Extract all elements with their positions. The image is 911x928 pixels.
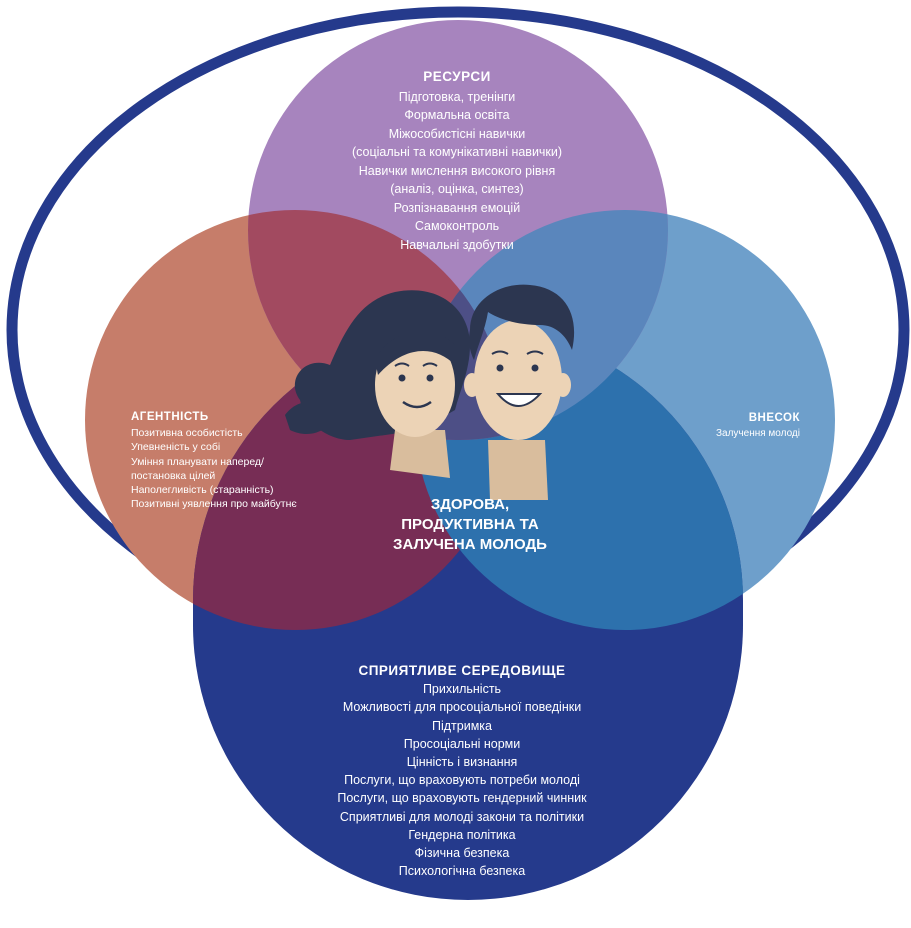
resources-item: (аналіз, оцінка, синтез) bbox=[390, 182, 524, 196]
environment-title: СПРИЯТЛИВЕ СЕРЕДОВИЩЕ bbox=[358, 663, 566, 678]
resources-item: (соціальні та комунікативні навички) bbox=[351, 145, 563, 159]
environment-item: Психологічна безпека bbox=[398, 864, 526, 879]
environment-item: Цінність і визнання bbox=[406, 755, 518, 770]
woman-figure bbox=[285, 290, 470, 478]
resources-item: Формальна освіта bbox=[404, 108, 510, 122]
environment-item: Фізична безпека bbox=[414, 846, 510, 861]
environment-item: Сприятливі для молоді закони та політики bbox=[339, 809, 585, 824]
agency-item: Позитивна особистість bbox=[131, 427, 243, 440]
contribution-text-block: ВНЕСОК Залучення молоді bbox=[660, 412, 800, 440]
agency-text-block: АГЕНТНІСТЬ Позитивна особистість Упевнен… bbox=[131, 410, 361, 511]
resources-item: Підготовка, тренінги bbox=[398, 89, 516, 104]
environment-item: Можливості для просоціальної поведінки bbox=[342, 700, 582, 715]
resources-item: Навчальні здобутки bbox=[400, 237, 514, 252]
contribution-title: ВНЕСОК bbox=[748, 412, 800, 424]
center-line: ЗДОРОВА, bbox=[430, 496, 510, 513]
environment-item: Прихильність bbox=[422, 682, 502, 697]
agency-item: Уміння планувати наперед/ bbox=[131, 455, 264, 468]
resources-title: РЕСУРСИ bbox=[423, 69, 491, 84]
center-line: ПРОДУКТИВНА ТА bbox=[401, 516, 539, 533]
center-line: ЗАЛУЧЕНА МОЛОДЬ bbox=[393, 536, 547, 553]
agency-item: постановка цілей bbox=[131, 469, 216, 482]
resources-text-block: РЕСУРСИ Підготовка, тренінги Формальна о… bbox=[307, 68, 607, 254]
environment-item: Підтримка bbox=[431, 718, 492, 733]
man-figure bbox=[464, 284, 575, 500]
agency-item: Наполегливість (старанність) bbox=[131, 484, 274, 497]
contribution-item: Залучення молоді bbox=[715, 428, 800, 439]
resources-item: Навички мислення високого рівня bbox=[358, 163, 556, 178]
agency-item: Позитивні уявлення про майбутнє bbox=[131, 498, 297, 511]
resources-item: Розпізнавання емоцій bbox=[393, 200, 521, 215]
environment-item: Просоціальні норми bbox=[403, 736, 521, 751]
resources-item: Міжособистісні навички bbox=[388, 126, 526, 141]
environment-item: Послуги, що враховують гендерний чинник bbox=[337, 791, 587, 806]
environment-item: Послуги, що враховують потреби молоді bbox=[344, 773, 580, 788]
resources-item: Самоконтроль bbox=[414, 219, 500, 233]
overlap-contribution-environment bbox=[415, 325, 743, 630]
environment-text-block: СПРИЯТЛИВЕ СЕРЕДОВИЩЕ Прихильність Можли… bbox=[262, 662, 662, 880]
environment-item: Гендерна політика bbox=[408, 827, 516, 842]
agency-item: Упевненість у собі bbox=[131, 441, 221, 454]
center-outcome-text: ЗДОРОВА, ПРОДУКТИВНА ТА ЗАЛУЧЕНА МОЛОДЬ bbox=[360, 495, 580, 555]
agency-title: АГЕНТНІСТЬ bbox=[131, 411, 209, 423]
